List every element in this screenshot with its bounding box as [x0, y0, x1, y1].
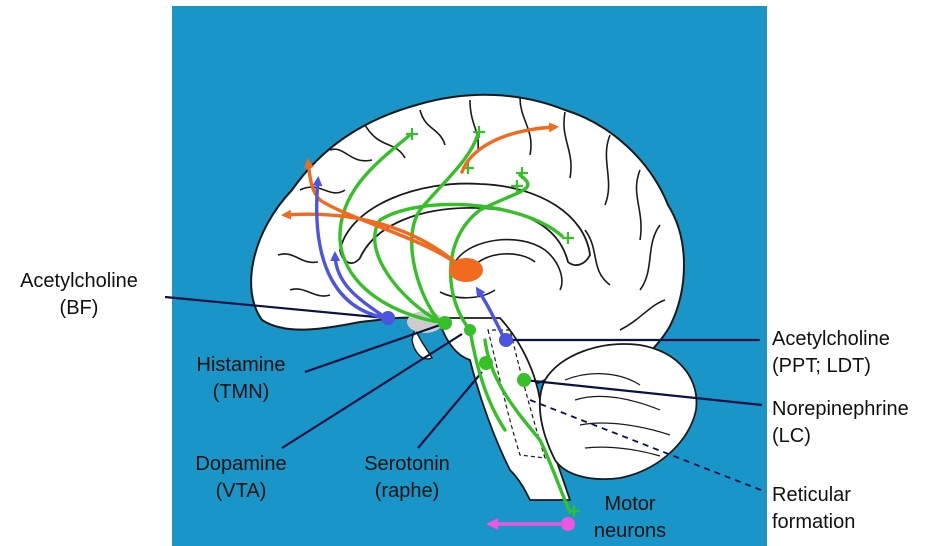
label-acetylcholine-bf: Acetylcholine (BF): [4, 268, 154, 322]
label-histamine-region: (TMN): [176, 379, 306, 406]
label-motor-neurons: Motor neurons: [580, 491, 680, 545]
label-acetylcholine-ppt: Acetylcholine (PPT; LDT): [772, 326, 940, 380]
label-histamine-name: Histamine: [176, 352, 306, 379]
label-acetylcholine-ppt-name: Acetylcholine: [772, 326, 940, 353]
raphe-nucleus-dot: [479, 356, 493, 370]
ppt-nucleus-dot: [499, 333, 513, 347]
label-norepinephrine: Norepinephrine (LC): [772, 396, 940, 450]
label-norepinephrine-name: Norepinephrine: [772, 396, 940, 423]
vta-nucleus-dot: [464, 324, 476, 336]
tmn-nucleus-dot: [438, 316, 452, 330]
label-reticular-line1: Reticular: [772, 482, 940, 509]
label-acetylcholine-bf-name: Acetylcholine: [4, 268, 154, 295]
orange-nucleus: [449, 258, 483, 282]
cerebellum: [540, 344, 697, 479]
label-serotonin-name: Serotonin: [348, 451, 466, 478]
label-reticular-line2: formation: [772, 509, 940, 536]
label-dopamine-name: Dopamine: [176, 451, 306, 478]
lc-nucleus-dot: [517, 373, 531, 387]
bf-nucleus-dot: [381, 311, 395, 325]
label-histamine: Histamine (TMN): [176, 352, 306, 406]
label-norepinephrine-region: (LC): [772, 423, 940, 450]
label-motor-line1: Motor: [580, 491, 680, 518]
label-serotonin-region: (raphe): [348, 478, 466, 505]
label-dopamine: Dopamine (VTA): [176, 451, 306, 505]
label-serotonin: Serotonin (raphe): [348, 451, 466, 505]
label-reticular-formation: Reticular formation: [772, 482, 940, 536]
label-acetylcholine-ppt-region: (PPT; LDT): [772, 353, 940, 380]
label-motor-line2: neurons: [580, 518, 680, 545]
label-acetylcholine-bf-region: (BF): [4, 295, 154, 322]
label-dopamine-region: (VTA): [176, 478, 306, 505]
motor-neuron-dot: [561, 517, 575, 531]
